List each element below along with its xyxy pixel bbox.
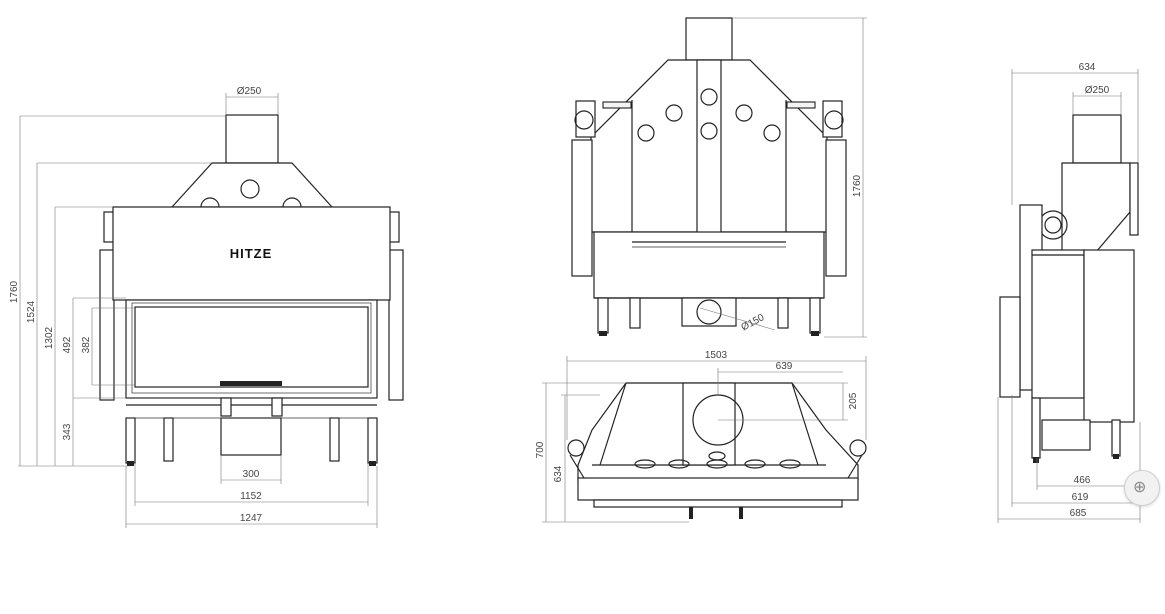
front-flue xyxy=(225,114,279,164)
side-view: 634 Ø250 466 619 685 xyxy=(997,62,1141,523)
rear-air-inlet xyxy=(681,297,737,327)
side-width-3: 685 xyxy=(1070,508,1087,519)
rear-flue xyxy=(685,17,733,61)
front-height-5: 382 xyxy=(81,336,92,353)
rear-right-panel xyxy=(825,139,847,277)
rear-height: 1760 xyxy=(852,174,863,197)
rear-inlet-diameter: Ø150 xyxy=(739,312,766,333)
top-front-frame xyxy=(577,477,859,501)
front-right-panel xyxy=(388,249,404,401)
front-left-panel xyxy=(99,249,115,401)
side-body xyxy=(1083,249,1135,423)
side-width-1: 466 xyxy=(1074,475,1091,486)
brand-logo: HITZE xyxy=(230,246,273,261)
front-width-3: 1247 xyxy=(240,513,263,524)
top-view: 1503 639 205 700 634 xyxy=(535,350,867,523)
top-depth-3: 205 xyxy=(848,392,859,409)
side-depth: 634 xyxy=(1079,62,1096,73)
top-depth-1: 700 xyxy=(535,441,546,458)
zoom-button[interactable]: ⊕ xyxy=(1124,470,1160,506)
side-flue-diameter: Ø250 xyxy=(1085,85,1110,96)
rear-view: Ø150 1760 xyxy=(571,17,867,338)
side-hood xyxy=(1061,162,1131,253)
front-height-2: 1524 xyxy=(26,300,37,323)
top-width-2: 639 xyxy=(776,361,793,372)
front-glass xyxy=(134,306,369,388)
front-height-3: 1302 xyxy=(44,326,55,349)
top-depth-2: 634 xyxy=(553,465,564,482)
front-height-4: 492 xyxy=(62,336,73,353)
front-handle xyxy=(220,381,282,386)
rear-left-panel xyxy=(571,139,593,277)
front-height-6: 343 xyxy=(62,423,73,440)
side-door xyxy=(999,296,1021,398)
top-width-1: 1503 xyxy=(705,350,728,361)
side-flue xyxy=(1072,114,1122,164)
front-flue-diameter: Ø250 xyxy=(237,86,262,97)
front-height-1: 1760 xyxy=(9,280,20,303)
front-hood xyxy=(170,162,334,208)
front-air-box xyxy=(220,417,282,456)
front-body xyxy=(112,206,391,301)
front-width-1: 300 xyxy=(243,469,260,480)
zoom-icon: ⊕ xyxy=(1133,477,1147,496)
front-width-2: 1152 xyxy=(240,491,262,502)
front-view: HITZE Ø250 1760 xyxy=(9,86,404,528)
side-width-2: 619 xyxy=(1072,492,1089,503)
